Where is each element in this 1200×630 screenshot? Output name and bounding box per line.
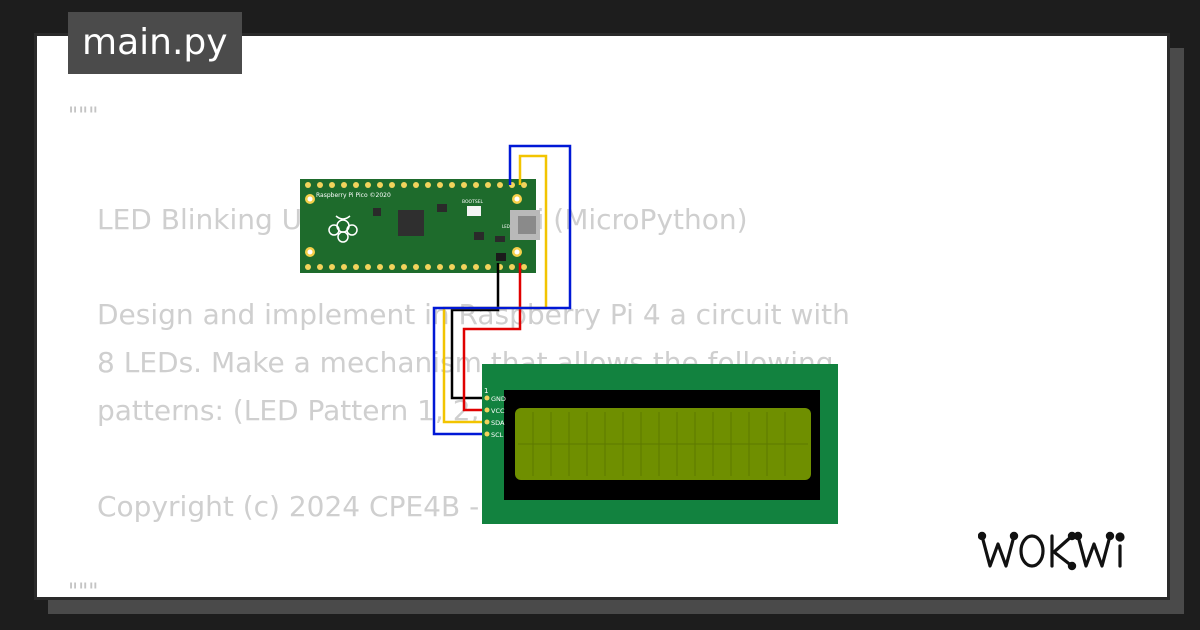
lcd-pin-gnd-label: GND [491, 395, 506, 403]
rp2040-chip [398, 210, 424, 236]
pico-led-label: LED [502, 224, 510, 229]
pico-led [495, 236, 505, 242]
pico-flash-chip [437, 204, 447, 212]
micro-usb-inner [518, 216, 536, 234]
wire-scl[interactable] [432, 144, 572, 436]
lcd-pin-scl-label: SCL [491, 431, 504, 439]
code-line-desc-1: Design and implement in Raspberry Pi 4 a… [97, 298, 850, 331]
raspberry-pi-pico-board[interactable]: Raspberry Pi Pico ©2020 BOOTSEL LED [300, 179, 540, 273]
wokwi-logo-icon [977, 531, 1125, 571]
pico-debug-header [496, 253, 506, 261]
wokwi-logo [977, 528, 1150, 578]
raspberry-logo-icon [328, 215, 358, 243]
pico-small-chip [373, 208, 381, 216]
docstring-open: """ [68, 104, 99, 129]
file-tab-main-py[interactable]: main.py [68, 12, 242, 74]
lcd-pin-1-label: 1 [484, 387, 488, 395]
lcd-pin-vcc-label: VCC [491, 407, 505, 415]
lcd-character-grid [518, 412, 808, 476]
docstring-close: """ [68, 580, 99, 605]
bootsel-button[interactable] [467, 206, 481, 216]
pico-bootsel-label: BOOTSEL [462, 199, 484, 205]
pico-header-pins-bottom [305, 264, 527, 270]
lcd-pin-header [484, 395, 490, 437]
lcd-1602-display[interactable]: 1 GND VCC SDA SCL [482, 364, 838, 524]
lcd-pin-sda-label: SDA [491, 419, 505, 427]
pico-silkscreen: Raspberry Pi Pico ©2020 [316, 192, 391, 199]
pico-regulator [474, 232, 484, 240]
pico-mounting-holes [305, 194, 522, 257]
